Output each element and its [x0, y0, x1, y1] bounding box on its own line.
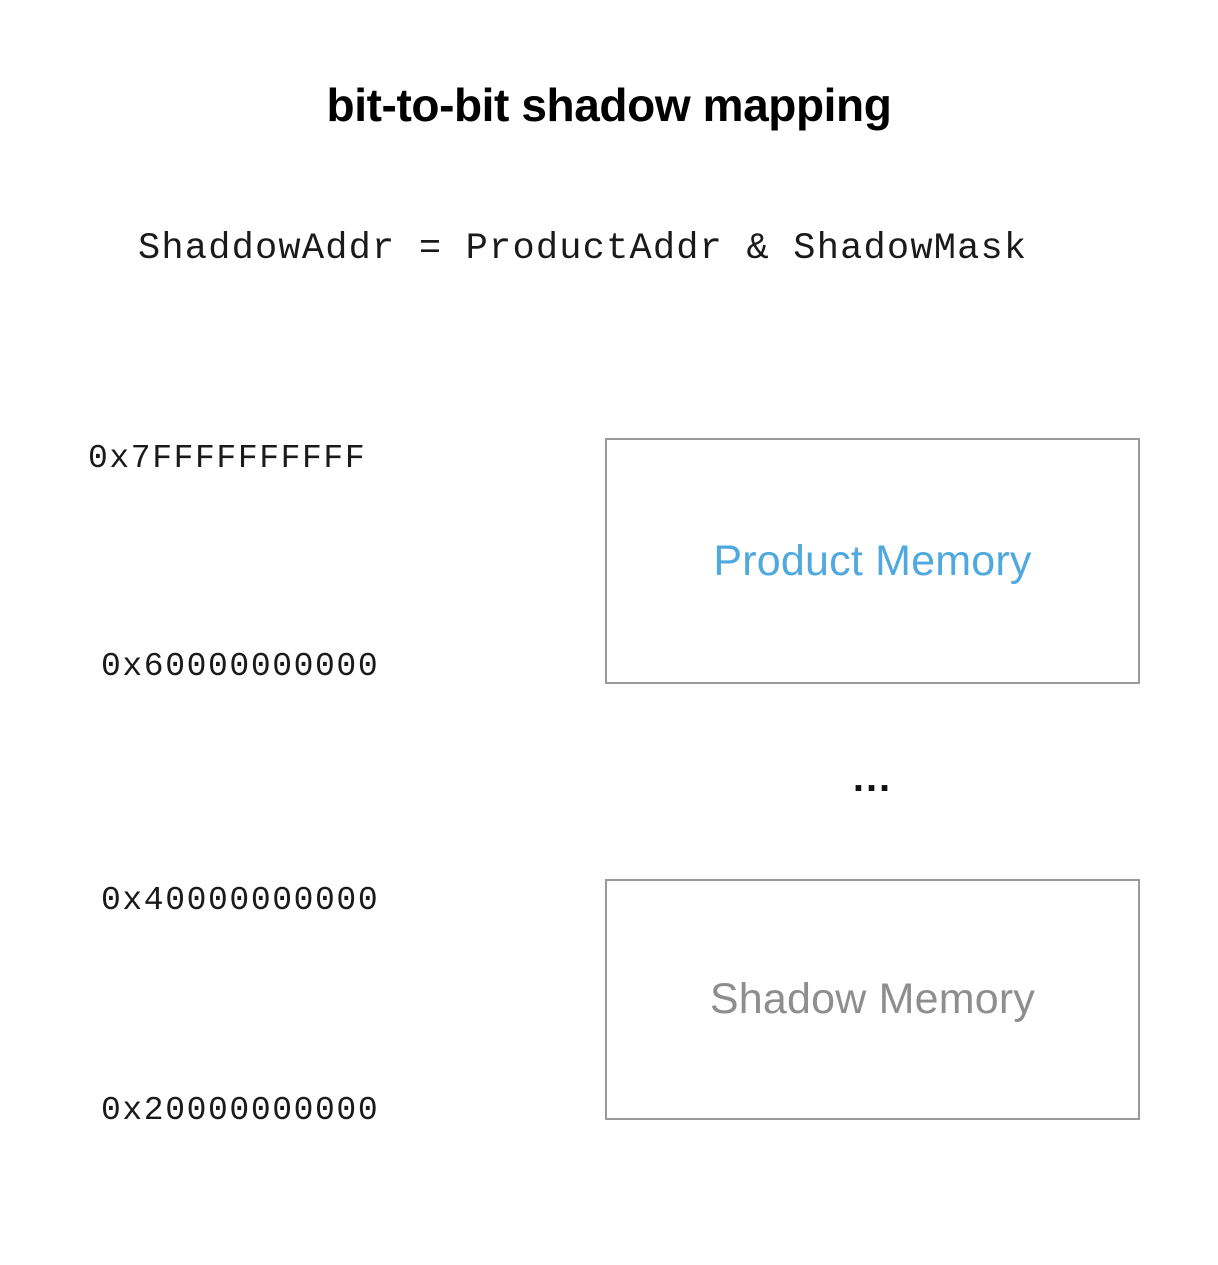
address-label-product-bottom: 0x60000000000: [101, 648, 380, 685]
memory-gap-ellipsis: ...: [852, 756, 893, 800]
shadow-mapping-formula: ShaddowAddr = ProductAddr & ShadowMask: [138, 228, 1028, 270]
memory-region-product: Product Memory: [605, 438, 1140, 684]
address-label-product-top: 0x7FFFFFFFFFF: [88, 440, 367, 477]
memory-region-product-label: Product Memory: [713, 536, 1032, 585]
page-title: bit-to-bit shadow mapping: [326, 79, 892, 131]
address-label-shadow-top: 0x40000000000: [101, 882, 380, 919]
address-label-shadow-bottom: 0x20000000000: [101, 1092, 380, 1129]
memory-region-shadow: Shadow Memory: [605, 879, 1140, 1120]
memory-region-shadow-label: Shadow Memory: [709, 975, 1036, 1023]
